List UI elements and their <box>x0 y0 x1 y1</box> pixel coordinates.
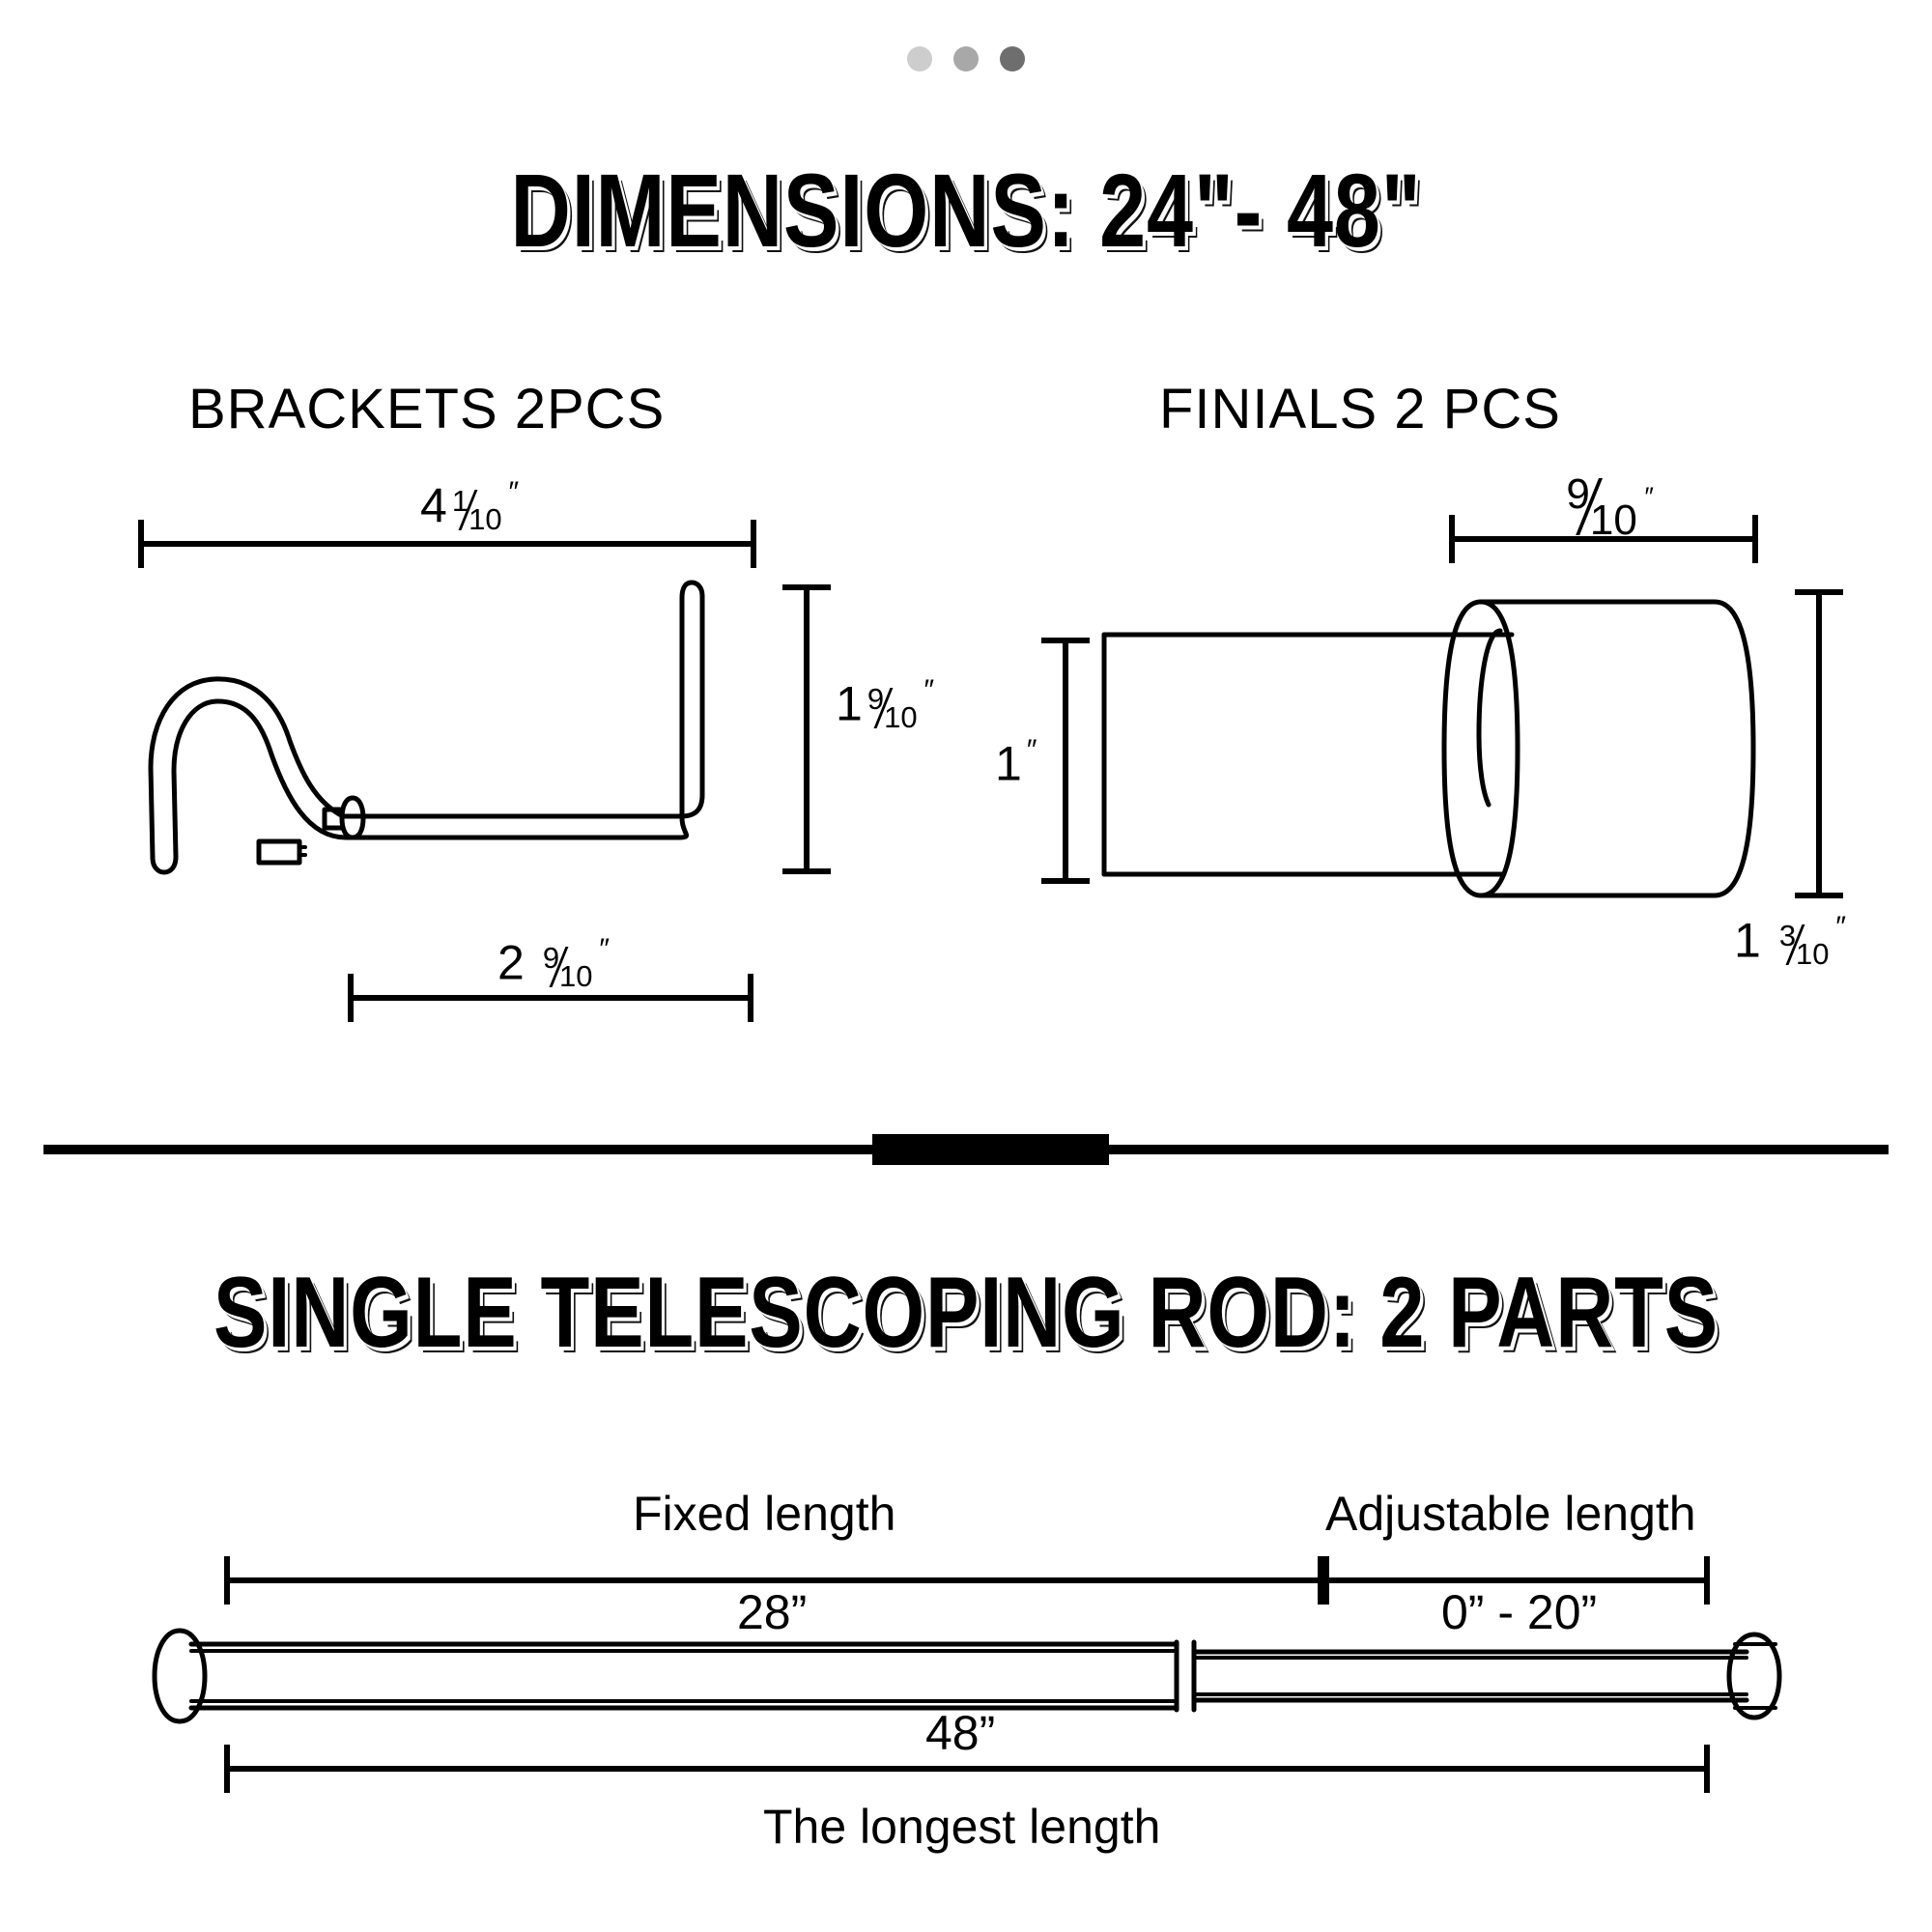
inch-mark-icon: ″ <box>508 476 519 508</box>
rod-adjustable-length-value: 0” - 20” <box>1441 1585 1598 1639</box>
carousel-dot-2[interactable] <box>953 46 979 71</box>
finial-cap-height-label: 1 310″ <box>1734 911 1846 972</box>
rod-section-title: SINGLE TELESCOPING ROD: 2 PARTS <box>213 1257 1719 1369</box>
bracket-height-fraction: 910 <box>867 682 918 735</box>
bracket-depth-whole: 2 <box>497 935 525 990</box>
finial-shaft-height-measure <box>1041 638 1090 884</box>
finial-shaft-height-label: 1″ <box>995 734 1037 791</box>
inch-mark-icon: ″ <box>1644 482 1653 512</box>
rod-adjustable-length-measure <box>1323 1556 1710 1605</box>
finial-cap-width-measure <box>1449 515 1758 563</box>
section-divider-knob <box>872 1134 1109 1165</box>
bracket-depth-label: 2 910″ <box>497 933 610 994</box>
finial-cap-width-fraction: 910 <box>1566 469 1637 545</box>
finial-cap-width-label: 910″ <box>1560 469 1653 545</box>
inch-mark-icon: ″ <box>599 933 610 965</box>
rod-total-length-value: 48” <box>925 1706 996 1760</box>
bracket-width-whole: 4 <box>420 478 447 533</box>
bracket-height-measure <box>782 584 831 874</box>
carousel-dots <box>0 46 1932 71</box>
brackets-heading: BRACKETS 2PCS <box>188 378 666 440</box>
finials-heading: FINIALS 2 PCS <box>1159 378 1561 440</box>
rod-fixed-length-value: 28” <box>737 1585 808 1639</box>
inch-mark-icon: ″ <box>923 674 934 706</box>
carousel-dot-3[interactable] <box>1000 46 1025 71</box>
bracket-height-whole: 1 <box>836 676 863 731</box>
rod-total-length-measure <box>224 1745 1710 1793</box>
page-title: DIMENSIONS: 24"- 48" <box>510 152 1422 269</box>
rod-fixed-length-measure <box>224 1556 1323 1605</box>
rod-fixed-length-caption: Fixed length <box>633 1487 896 1541</box>
finial-cap-height-fraction: 310 <box>1778 919 1830 972</box>
bracket-depth-fraction: 910 <box>542 941 593 994</box>
finial-cap-height-measure <box>1795 589 1843 898</box>
bracket-width-measure <box>138 520 756 568</box>
finial-shaft-height-whole: 1 <box>995 736 1022 791</box>
inch-mark-icon: ″ <box>1026 734 1037 766</box>
bracket-width-fraction: 110 <box>451 484 502 537</box>
telescoping-rod-drawing <box>143 1623 1814 1729</box>
rod-total-length-caption: The longest length <box>763 1800 1161 1854</box>
bracket-depth-measure <box>348 974 753 1022</box>
inch-mark-icon: ″ <box>1835 911 1846 943</box>
carousel-dot-1[interactable] <box>907 46 932 71</box>
finial-cap-height-whole: 1 <box>1734 913 1761 968</box>
bracket-drawing <box>145 575 773 884</box>
rod-adjustable-length-caption: Adjustable length <box>1325 1487 1696 1541</box>
finial-drawing <box>1096 584 1792 913</box>
